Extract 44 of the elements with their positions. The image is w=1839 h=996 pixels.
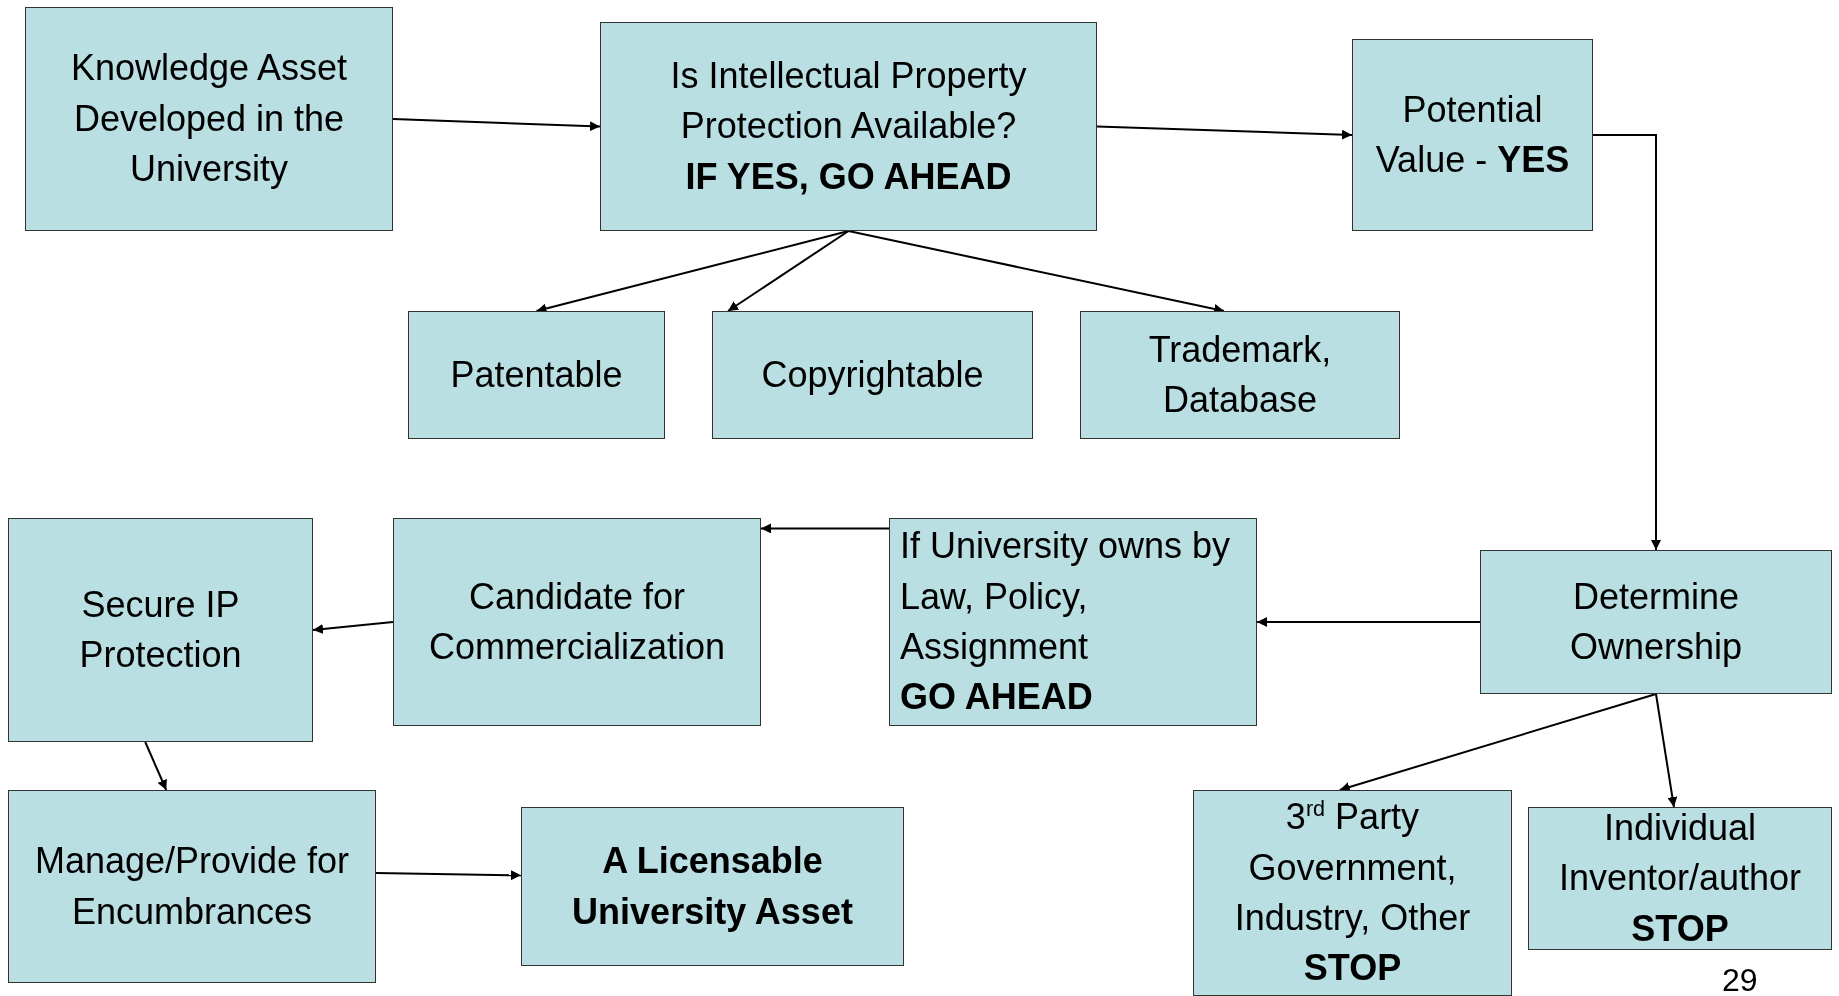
arrow <box>375 870 522 881</box>
process-box <box>8 518 313 742</box>
process-box <box>393 518 761 726</box>
box-text: STOP <box>1303 946 1402 991</box>
process-box <box>408 311 665 439</box>
process-box <box>25 7 393 231</box>
process-box <box>1480 550 1832 694</box>
box-text: Knowledge Asset Developed in the University <box>69 46 349 192</box>
arrow <box>312 621 394 634</box>
box-text: Determine Ownership <box>1568 574 1744 669</box>
process-box <box>1528 807 1832 950</box>
box-text: Copyrightable <box>761 352 984 397</box>
box-text: Individual Inventor/author <box>1557 805 1803 901</box>
box-text: Manage/Provide for Encumbrances <box>33 839 351 934</box>
box-text: A Licensable University Asset <box>571 839 854 934</box>
arrow <box>144 741 168 791</box>
process-box <box>8 790 376 983</box>
process-box <box>889 518 1257 726</box>
process-box <box>1193 790 1512 996</box>
arrow <box>1592 134 1661 551</box>
arrow <box>727 230 850 312</box>
arrow <box>1655 693 1678 808</box>
box-text: STOP <box>1631 906 1729 951</box>
box-text: Is Intellectual Property Protection Available? <box>669 53 1028 149</box>
process-box <box>521 807 904 966</box>
box-text: Patentable <box>450 352 623 397</box>
page-number: 29 <box>1722 962 1758 996</box>
process-box <box>1352 39 1593 231</box>
arrow <box>760 523 890 534</box>
box-text: GO AHEAD <box>900 675 1093 720</box>
process-box <box>712 311 1033 439</box>
box-text: IF YES, GO AHEAD <box>685 154 1012 199</box>
arrow <box>1338 693 1657 792</box>
process-box <box>1080 311 1400 439</box>
box-text: If University owns by Law, Policy, Assignment <box>900 524 1232 669</box>
box-text: 3$^{rd}$ Party Government, Industry, Other <box>1233 795 1472 940</box>
arrow <box>1256 617 1481 627</box>
box-text: Potential Value - YES <box>1374 87 1571 182</box>
process-box <box>600 22 1097 231</box>
box-text: Secure IP Protection <box>78 582 243 677</box>
box-text: Candidate for Commercialization <box>427 574 727 669</box>
box-text: Trademark, Database <box>1147 327 1333 422</box>
arrow <box>1096 125 1353 140</box>
arrow <box>392 118 601 132</box>
